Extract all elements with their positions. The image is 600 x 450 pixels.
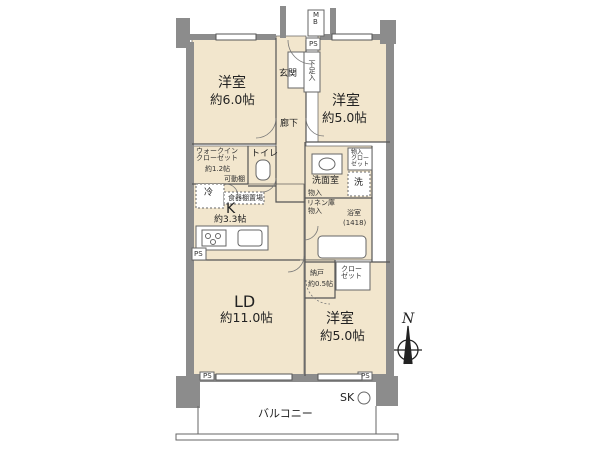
genkan-label: 玄関 (279, 69, 298, 79)
balcony (175, 391, 399, 441)
wic-area: 約1.2帖 (205, 165, 231, 173)
floor-living-dining (191, 259, 305, 379)
wic-name: ウォークイン クローゼット (196, 147, 238, 162)
mb-label: M B (313, 11, 320, 26)
window-south-ld (215, 373, 293, 381)
door-arc (255, 117, 277, 139)
nando-label: 納戸 (310, 269, 324, 277)
ps-label-ld: PS (194, 250, 203, 258)
mb-box (307, 9, 325, 37)
north-compass (394, 325, 422, 365)
living-dining-area: 約11.0帖 (220, 310, 273, 325)
kitchen-area: 約3.3帖 (214, 215, 247, 225)
partition-kitchen-corridor (275, 146, 304, 203)
door-arc (287, 255, 305, 273)
wall-entry-left (280, 6, 286, 38)
windows (215, 33, 373, 381)
kitchen-sink (237, 229, 263, 247)
door-arc (261, 177, 277, 193)
ps-label-sw: PS (203, 372, 212, 380)
west-bedroom-area: 約6.0帖 (210, 92, 255, 107)
wall-west (186, 42, 194, 384)
vanity (311, 153, 343, 175)
east-bedroom-north-name: 洋室 (332, 93, 360, 109)
burner (205, 233, 211, 239)
west-bedroom-name: 洋室 (218, 75, 246, 91)
kitchen-name: K (226, 201, 236, 217)
burner (215, 233, 221, 239)
washer-label: 洗 (354, 178, 364, 188)
toilet-label: トイレ (251, 149, 279, 159)
wall-se-column (376, 376, 398, 406)
ps-box-sw (199, 371, 215, 381)
bath-size-label: (1418) (343, 219, 367, 227)
partition-west-bedroom (192, 38, 277, 145)
wall-east (386, 42, 394, 376)
toilet-bowl (255, 159, 271, 181)
sk-fixture (357, 391, 371, 405)
window-north-right (331, 33, 373, 41)
door-arc (305, 279, 331, 305)
north-label: N (402, 311, 415, 327)
wall-sw-column (176, 376, 200, 408)
cooktop (201, 229, 227, 247)
closet-bottom-label: クロー ゼット (341, 265, 362, 280)
window-south-bed (317, 373, 363, 381)
floor-west-bedroom (191, 37, 277, 145)
east-bedroom-north-area: 約5.0帖 (322, 110, 367, 125)
burner (210, 239, 216, 245)
ps-label-top: PS (309, 40, 318, 48)
door-arc (225, 183, 239, 197)
door-arc (305, 117, 325, 137)
ps-box-ld (191, 247, 207, 261)
storage-label-2: 物入 (308, 189, 322, 197)
shelf-label: 可動棚 (224, 175, 245, 183)
balcony-rail (175, 433, 399, 441)
closet-bottom (335, 261, 371, 291)
compass-needle (403, 325, 413, 365)
door-arc (303, 225, 319, 241)
wall-east-top-column (380, 20, 396, 44)
ps-label-se: PS (361, 372, 370, 380)
partition-nando (305, 260, 336, 299)
east-bedroom-south-name: 洋室 (326, 311, 354, 327)
storage-label: 物入 (308, 207, 322, 215)
wall-entry-right (330, 8, 336, 38)
floor-walk-in-closet (191, 145, 249, 185)
doors (225, 39, 331, 305)
washer-space (347, 171, 371, 197)
floor-east-bedroom-north (317, 35, 391, 143)
vanity-basin (318, 157, 336, 171)
living-dining-name: LD (234, 292, 256, 311)
east-bedroom-south-area: 約5.0帖 (320, 328, 365, 343)
wall-west-top-column (176, 18, 190, 48)
ps-box-top (305, 37, 321, 51)
pantry-space (223, 191, 265, 205)
washroom-label: 洗面室 (312, 176, 340, 186)
nando-area-label: 約0.5帖 (308, 280, 334, 288)
closet-top-label: 物入 クロー ゼット (351, 149, 370, 168)
bathtub (317, 235, 367, 259)
corridor-label: 廊下 (280, 119, 299, 129)
window-north-left (215, 33, 257, 41)
geta-label: 下足入 (308, 60, 316, 81)
balcony-label: バルコニー (258, 407, 313, 420)
linen-label: リネン庫 (307, 199, 335, 207)
closet-top (347, 147, 373, 171)
fixtures (191, 9, 373, 381)
pantry-label: 食器棚置場 (228, 194, 263, 202)
door-arc (287, 39, 313, 65)
bath-label: 浴室 (347, 209, 361, 217)
getabako (303, 51, 321, 93)
fridge-label: 冷 (204, 188, 214, 198)
sk-label: SK (340, 391, 355, 404)
